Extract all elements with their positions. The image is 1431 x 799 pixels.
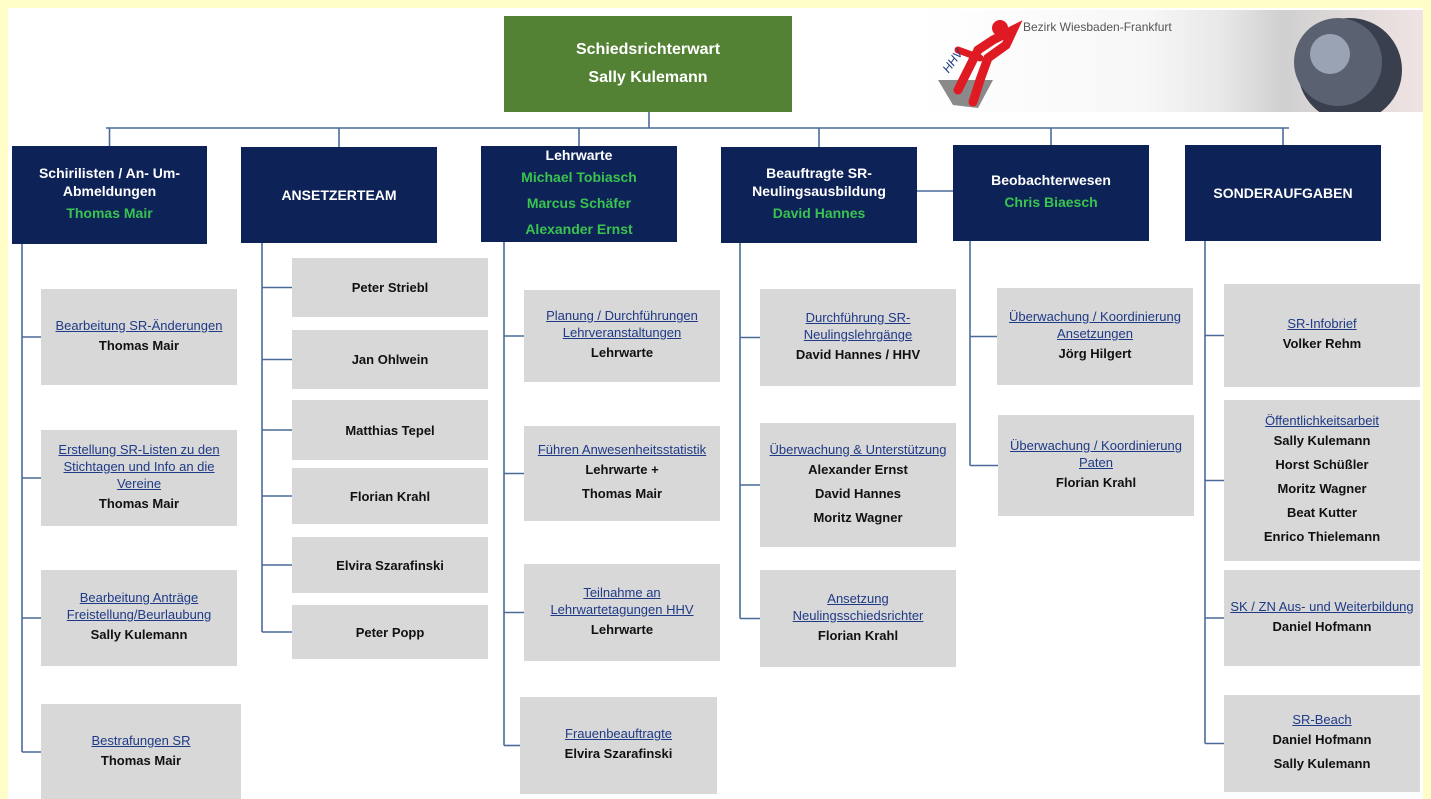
member-box: Peter Striebl xyxy=(292,258,488,317)
member-name: Lehrwarte + xyxy=(585,462,659,477)
task-link[interactable]: SR-Beach xyxy=(1292,712,1352,727)
top-node-title: Schiedsrichterwart xyxy=(575,41,721,58)
member-name: Thomas Mair xyxy=(581,486,663,501)
member-name: Florian Krahl xyxy=(817,627,899,643)
logo-caption: Bezirk Wiesbaden-Frankfurt xyxy=(1023,20,1172,34)
header-col-6: SONDERAUFGABEN xyxy=(1185,145,1381,241)
header-title: Lehrwarte xyxy=(545,147,613,163)
task-link[interactable]: Durchführung SR-Neulingslehrgänge xyxy=(803,309,913,342)
header-name: Alexander Ernst xyxy=(525,221,633,237)
member-box: Florian Krahl xyxy=(292,468,488,524)
header-name: Chris Biaesch xyxy=(1004,194,1098,210)
member-name: Peter Popp xyxy=(355,624,425,640)
member-name: David Hannes / HHV xyxy=(795,346,921,362)
member-name: Elvira Szarafinski xyxy=(564,746,673,761)
connector-lines xyxy=(21,112,1289,753)
header-title: ANSETZERTEAM xyxy=(281,187,397,203)
member-name: Enrico Thielemann xyxy=(1263,529,1381,544)
member-name: Volker Rehm xyxy=(1282,336,1362,351)
member-name: Lehrwarte xyxy=(590,345,654,360)
task-link[interactable]: Ansetzung Neulingsschiedsrichter xyxy=(792,590,924,623)
task-box: Bearbeitung Anträge Freistellung/Beurlau… xyxy=(41,570,237,666)
member-name: Alexander Ernst xyxy=(808,461,908,477)
task-link[interactable]: Führen Anwesenheitsstatistik xyxy=(537,442,707,457)
member-box: Elvira Szarafinski xyxy=(292,537,488,593)
member-name: Thomas Mair xyxy=(100,752,182,768)
task-link[interactable]: SK / ZN Aus- und Weiterbildung xyxy=(1230,598,1414,614)
member-name: Jörg Hilgert xyxy=(1058,345,1132,361)
member-name: Moritz Wagner xyxy=(1277,481,1367,496)
task-link[interactable]: Erstellung SR-Listen zu den Stichtagen u… xyxy=(58,441,220,491)
org-chart: HHV Bezirk Wiesbaden-Frankfurt Schiedsri… xyxy=(8,8,1423,799)
task-link[interactable]: Überwachung / Koordinierung Paten xyxy=(1010,437,1182,470)
member-name: Thomas Mair xyxy=(98,337,180,353)
top-node-name: Sally Kulemann xyxy=(588,69,708,86)
member-box: Matthias Tepel xyxy=(292,400,488,460)
task-link[interactable]: Planung / Durchführungen Lehrveranstaltu… xyxy=(546,308,698,340)
task-link[interactable]: Frauenbeauftragte xyxy=(565,726,672,741)
header-name: Michael Tobiasch xyxy=(521,169,637,185)
header-title: SONDERAUFGABEN xyxy=(1213,185,1353,201)
member-name: Daniel Hofmann xyxy=(1272,732,1372,747)
member-name: Thomas Mair xyxy=(98,495,180,511)
header-title: Schirilisten / An- Um- Abmeldungen xyxy=(38,165,181,199)
header-name: Marcus Schäfer xyxy=(526,195,632,211)
member-name: Beat Kutter xyxy=(1286,505,1358,520)
task-link[interactable]: Teilnahme an Lehrwartetagungen HHV xyxy=(550,584,694,617)
hhv-logo-banner: HHV Bezirk Wiesbaden-Frankfurt xyxy=(918,10,1423,112)
task-link[interactable]: Öffentlichkeitsarbeit xyxy=(1265,413,1379,428)
task-link[interactable]: SR-Infobrief xyxy=(1287,316,1357,331)
member-name: Lehrwarte xyxy=(590,621,654,637)
member-name: Florian Krahl xyxy=(349,488,431,504)
task-box: Teilnahme an Lehrwartetagungen HHV Lehrwa… xyxy=(524,564,720,661)
member-name: Florian Krahl xyxy=(1055,474,1137,490)
handball-player-icon xyxy=(938,18,1402,112)
header-name: David Hannes xyxy=(772,205,866,221)
header-title: Beauftragte SR-Neulingsausbildung xyxy=(752,165,886,199)
header-title: Beobachterwesen xyxy=(991,172,1111,188)
member-name: David Hannes xyxy=(815,485,901,501)
task-link[interactable]: Bearbeitung SR-Änderungen xyxy=(55,317,223,333)
header-col-2: ANSETZERTEAM xyxy=(241,147,437,243)
member-name: Daniel Hofmann xyxy=(1272,618,1372,634)
member-name: Sally Kulemann xyxy=(1273,756,1371,771)
task-link[interactable]: Bearbeitung Anträge Freistellung/Beurlau… xyxy=(66,590,212,622)
member-name: Matthias Tepel xyxy=(345,422,435,438)
task-link[interactable]: Überwachung & Unterstützung xyxy=(769,441,947,457)
task-link[interactable]: Überwachung / Koordinierung Ansetzungen xyxy=(1009,308,1181,341)
member-name: Sally Kulemann xyxy=(1273,433,1371,448)
task-box: Planung / Durchführungen Lehrveranstaltu… xyxy=(524,290,720,382)
member-name: Horst Schüßler xyxy=(1275,457,1369,472)
member-box: Peter Popp xyxy=(292,605,488,659)
member-box: Jan Ohlwein xyxy=(292,330,488,389)
top-node-schiedsrichterwart: Schiedsrichterwart Sally Kulemann xyxy=(504,16,792,112)
task-box: Erstellung SR-Listen zu den Stichtagen u… xyxy=(41,430,237,526)
member-name: Elvira Szarafinski xyxy=(336,557,444,573)
member-name: Sally Kulemann xyxy=(90,627,188,642)
header-name: Thomas Mair xyxy=(66,205,153,221)
task-box: Bestrafungen SR Thomas Mair xyxy=(41,704,241,799)
member-name: Peter Striebl xyxy=(351,280,429,295)
task-link[interactable]: Bestrafungen SR xyxy=(91,732,191,748)
member-name: Jan Ohlwein xyxy=(351,352,429,367)
member-name: Moritz Wagner xyxy=(813,509,903,525)
